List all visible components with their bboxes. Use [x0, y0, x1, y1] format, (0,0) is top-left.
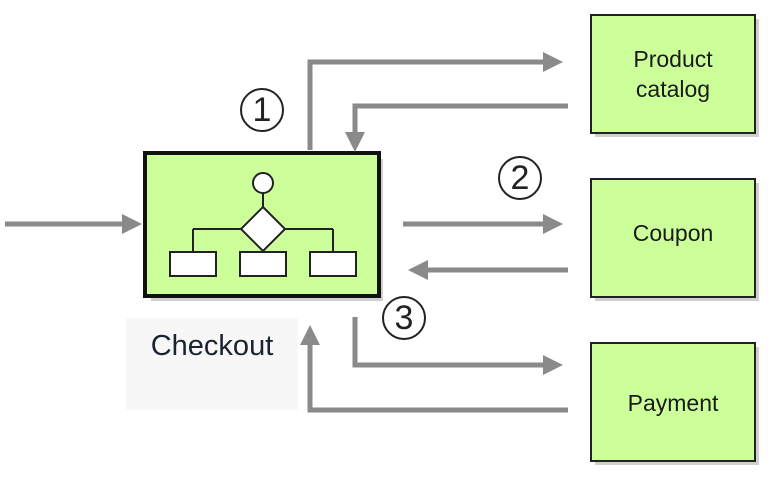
response-payment-arrow [300, 325, 568, 413]
step-3-label: 3 [394, 298, 414, 337]
step-2-label: 2 [510, 158, 530, 197]
step-1-label: 1 [252, 90, 272, 129]
request-payment-arrow [352, 317, 563, 375]
step-3-circle [382, 296, 426, 340]
checkout-caption-background [126, 318, 298, 410]
product-catalog-label: Product catalog [633, 46, 713, 102]
step-1-circle [240, 88, 284, 132]
payment-box[interactable] [590, 342, 756, 462]
coupon-label: Coupon [632, 220, 714, 246]
response-product-catalog-arrow [345, 103, 568, 152]
payment-label: Payment [627, 390, 719, 416]
request-product-catalog-arrow [307, 52, 563, 150]
step-2-circle [498, 156, 542, 200]
coupon-box[interactable] [590, 178, 756, 298]
checkout-label: Checkout [150, 329, 274, 362]
workflow-icon [169, 172, 357, 277]
product-catalog-box[interactable] [590, 14, 756, 134]
